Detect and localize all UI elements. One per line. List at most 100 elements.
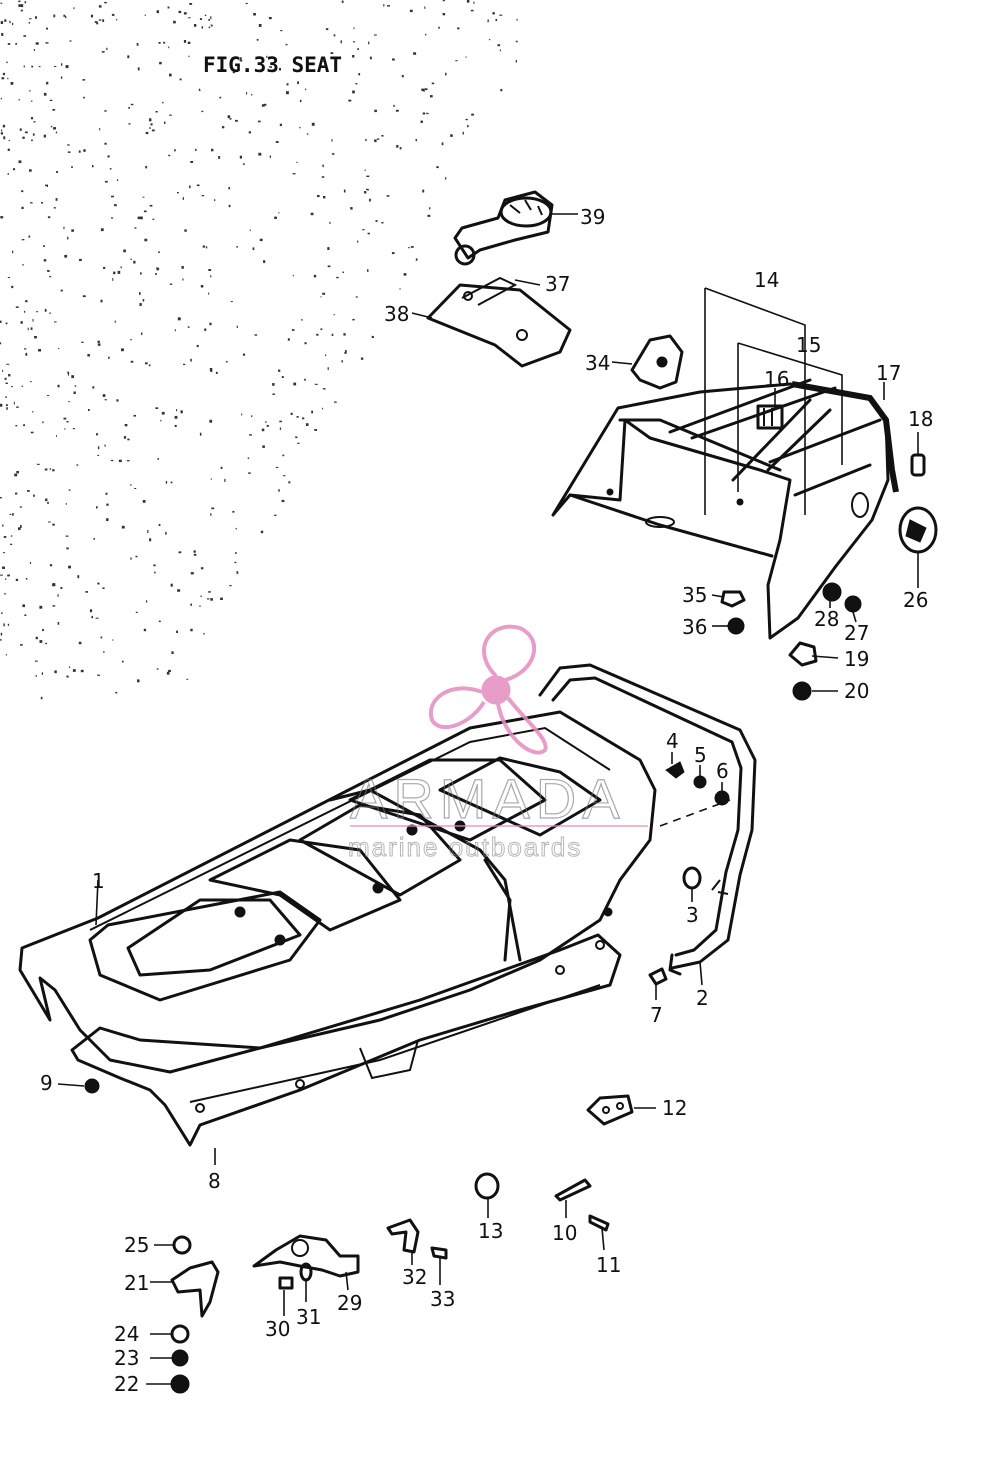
speckle <box>247 457 250 459</box>
speckle <box>20 525 22 528</box>
speckle <box>341 360 343 363</box>
speckle <box>306 423 309 426</box>
speckle <box>299 127 301 129</box>
callout-10: 10 <box>552 1221 577 1245</box>
speckle <box>170 583 173 587</box>
speckle <box>114 204 117 207</box>
part-25-nut <box>172 1235 192 1255</box>
speckle <box>266 55 268 58</box>
callout-17: 17 <box>876 361 901 385</box>
part-27-washer <box>844 595 862 613</box>
speckle <box>47 270 49 272</box>
speckle <box>331 333 334 336</box>
speckle <box>40 696 43 700</box>
speckle <box>43 259 47 262</box>
speckle <box>28 22 31 24</box>
speckle <box>112 639 114 641</box>
speckle <box>31 65 33 68</box>
speckle <box>9 20 11 24</box>
speckle <box>100 228 104 232</box>
speckle <box>139 303 142 306</box>
speckle <box>60 289 63 292</box>
speckle <box>98 5 102 8</box>
speckle <box>314 429 317 431</box>
speckle <box>49 99 53 101</box>
speckle <box>381 135 384 137</box>
part-14-tail-box <box>551 378 890 640</box>
speckle <box>243 163 245 165</box>
callout-28: 28 <box>814 607 839 631</box>
speckle <box>201 110 204 113</box>
speckle <box>128 107 130 109</box>
speckle <box>126 460 130 462</box>
speckle <box>142 196 145 198</box>
speckle <box>63 226 65 230</box>
speckle <box>35 636 38 640</box>
speckle <box>232 510 235 513</box>
part-38-lock-plate <box>426 276 572 368</box>
speckle <box>20 9 23 12</box>
speckle <box>116 18 118 21</box>
speckle <box>200 285 204 288</box>
speckle <box>73 7 75 10</box>
speckle <box>165 531 167 535</box>
speckle <box>13 401 15 405</box>
speckle <box>188 17 191 19</box>
speckle <box>258 152 262 156</box>
speckle <box>383 4 385 7</box>
speckle <box>168 154 171 157</box>
speckle <box>29 169 32 172</box>
part-28-bolt <box>822 582 842 602</box>
speckle <box>269 66 272 68</box>
part-20-nut <box>792 681 812 701</box>
speckle <box>362 229 365 231</box>
speckle <box>12 513 14 516</box>
speckle <box>143 628 147 632</box>
speckle <box>292 173 296 175</box>
speckle <box>41 672 43 675</box>
speckle <box>80 669 84 673</box>
speckle <box>104 399 107 401</box>
speckle <box>196 344 199 348</box>
speckle <box>145 131 149 135</box>
speckle <box>204 328 207 331</box>
speckle <box>101 51 105 53</box>
speckle <box>236 325 238 328</box>
speckle <box>221 126 225 129</box>
speckle <box>396 145 399 148</box>
speckle <box>259 238 263 242</box>
speckle <box>214 199 216 201</box>
speckle <box>97 674 101 676</box>
speckle <box>1 33 4 36</box>
part-18-clip <box>910 453 926 477</box>
speckle <box>107 155 110 158</box>
speckle <box>515 40 518 43</box>
speckle <box>442 0 445 2</box>
speckle <box>18 527 21 531</box>
speckle <box>168 669 171 672</box>
speckle <box>21 190 24 193</box>
speckle <box>174 424 177 427</box>
speckle <box>7 623 10 626</box>
speckle <box>33 49 35 51</box>
speckle <box>265 421 267 423</box>
speckle <box>143 210 147 213</box>
speckle <box>340 40 342 44</box>
speckle <box>220 597 223 600</box>
speckle <box>34 660 38 662</box>
part-24-washer <box>170 1324 190 1344</box>
speckle <box>322 60 326 62</box>
speckle <box>228 204 231 208</box>
callout-7: 7 <box>650 1003 663 1027</box>
speckle <box>187 41 191 44</box>
speckle <box>297 81 299 85</box>
speckle <box>266 424 269 427</box>
speckle <box>386 195 390 197</box>
speckle <box>133 414 136 417</box>
speckle <box>304 378 306 381</box>
speckle <box>177 317 181 321</box>
speckle <box>67 144 70 146</box>
speckle <box>332 153 335 155</box>
speckle <box>63 14 66 17</box>
speckle <box>55 198 58 201</box>
